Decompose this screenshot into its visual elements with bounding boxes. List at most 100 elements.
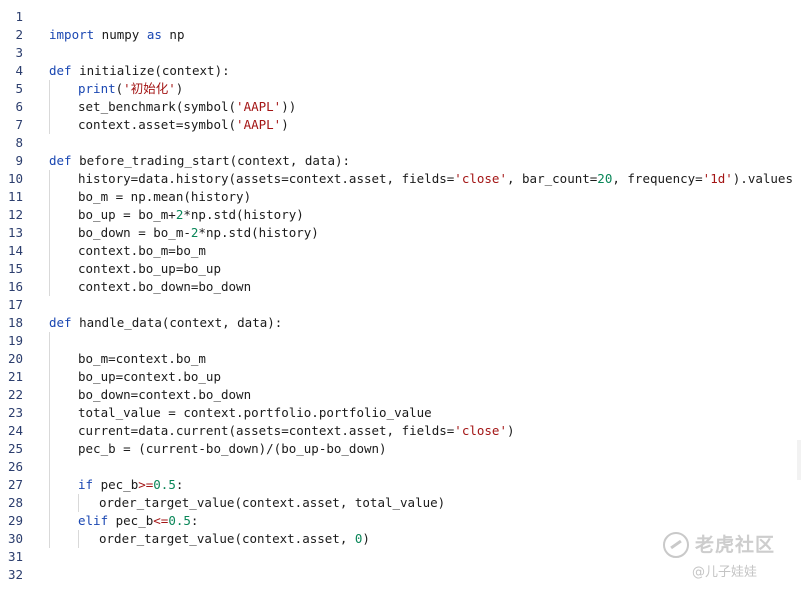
line-number: 9 (15, 153, 23, 168)
code-token: *np.std(history) (183, 207, 304, 222)
code-text: order_target_value(context.asset, 0) (99, 530, 370, 548)
code-token: 'close' (454, 423, 507, 438)
code-token: 2 (190, 225, 199, 240)
code-text: context.bo_down=bo_down (78, 278, 251, 296)
indent-guide (49, 206, 50, 224)
code-text: def handle_data(context, data): (49, 314, 282, 332)
line-number: 23 (7, 405, 23, 420)
code-token: before_trading_start(context, data): (71, 153, 351, 168)
code-line[interactable]: 26 (0, 458, 801, 476)
code-text: set_benchmark(symbol('AAPL')) (78, 98, 296, 116)
line-number: 22 (7, 387, 23, 402)
line-number: 30 (7, 531, 23, 546)
code-token: , frequency= (612, 171, 703, 186)
code-line[interactable]: 3 (0, 44, 801, 62)
indent-guide (49, 422, 50, 440)
code-line[interactable]: 10 history=data.history(assets=context.as… (0, 170, 801, 188)
code-token: : (190, 513, 199, 528)
code-token: print (78, 81, 116, 96)
code-line[interactable]: 23 total_value = context.portfolio.portfo… (0, 404, 801, 422)
code-text: import numpy as np (49, 26, 184, 44)
code-token: ) (506, 423, 515, 438)
code-text: bo_up=context.bo_up (78, 368, 221, 386)
code-text: order_target_value(context.asset, total_… (99, 494, 445, 512)
code-line[interactable]: 31 (0, 548, 801, 566)
code-token: '1d' (702, 171, 733, 186)
indent-guide (49, 332, 50, 350)
code-line[interactable]: 17 (0, 296, 801, 314)
code-token: set_benchmark(symbol( (78, 99, 237, 114)
code-token: ( (115, 81, 124, 96)
code-text: pec_b = (current-bo_down)/(bo_up-bo_down… (78, 440, 387, 458)
indent-guide (49, 116, 50, 134)
code-token: 0.5 (168, 513, 191, 528)
code-token: import (49, 27, 95, 42)
line-number: 7 (15, 117, 23, 132)
scrollbar[interactable] (797, 440, 801, 480)
indent-guide (49, 170, 50, 188)
code-text: context.bo_up=bo_up (78, 260, 221, 278)
code-token: bo_m = np.mean(history) (78, 189, 252, 204)
line-number: 21 (7, 369, 23, 384)
code-line[interactable]: 25 pec_b = (current-bo_down)/(bo_up-bo_do… (0, 440, 801, 458)
code-token: np (161, 27, 185, 42)
indent-guide (49, 260, 50, 278)
line-number: 20 (7, 351, 23, 366)
code-token: , bar_count= (506, 171, 598, 186)
indent-guide (49, 512, 50, 530)
code-token: total_value = context.portfolio.portfoli… (78, 405, 432, 420)
code-line[interactable]: 21 bo_up=context.bo_up (0, 368, 801, 386)
line-number: 19 (7, 333, 23, 348)
code-token: history=data.history(assets=context.asse… (78, 171, 455, 186)
code-token: context.bo_down=bo_down (78, 279, 252, 294)
code-line[interactable]: 8 (0, 134, 801, 152)
code-token: current=data.current(assets=context.asse… (78, 423, 455, 438)
line-number: 14 (7, 243, 23, 258)
line-number: 25 (7, 441, 23, 456)
code-token: context.bo_m=bo_m (78, 243, 206, 258)
code-line[interactable]: 30 order_target_value(context.asset, 0) (0, 530, 801, 548)
code-line[interactable]: 9 def before_trading_start(context, data)… (0, 152, 801, 170)
code-token: 2 (175, 207, 184, 222)
line-number: 10 (7, 171, 23, 186)
code-token: : (175, 477, 184, 492)
tiger-logo-icon (663, 532, 689, 558)
code-token: 0.5 (153, 477, 176, 492)
code-text: bo_m = np.mean(history) (78, 188, 251, 206)
code-token: ).values (732, 171, 793, 186)
code-line[interactable]: 1 (0, 8, 801, 26)
code-line[interactable]: 22 bo_down=context.bo_down (0, 386, 801, 404)
indent-guide (49, 368, 50, 386)
line-number: 8 (15, 135, 23, 150)
code-line[interactable]: 14 context.bo_m=bo_m (0, 242, 801, 260)
line-number: 15 (7, 261, 23, 276)
code-text: bo_down=context.bo_down (78, 386, 251, 404)
code-line[interactable]: 15 context.bo_up=bo_up (0, 260, 801, 278)
code-line[interactable]: 19 (0, 332, 801, 350)
code-token: bo_up = bo_m+ (78, 207, 176, 222)
line-number: 1 (15, 9, 23, 24)
code-token: 'AAPL' (236, 99, 282, 114)
code-text: current=data.current(assets=context.asse… (78, 422, 515, 440)
indent-guide (49, 242, 50, 260)
code-token: def (49, 153, 72, 168)
code-token: 'AAPL' (236, 117, 282, 132)
code-line[interactable]: 32 (0, 566, 801, 584)
code-token: order_target_value(context.asset, (99, 531, 355, 546)
